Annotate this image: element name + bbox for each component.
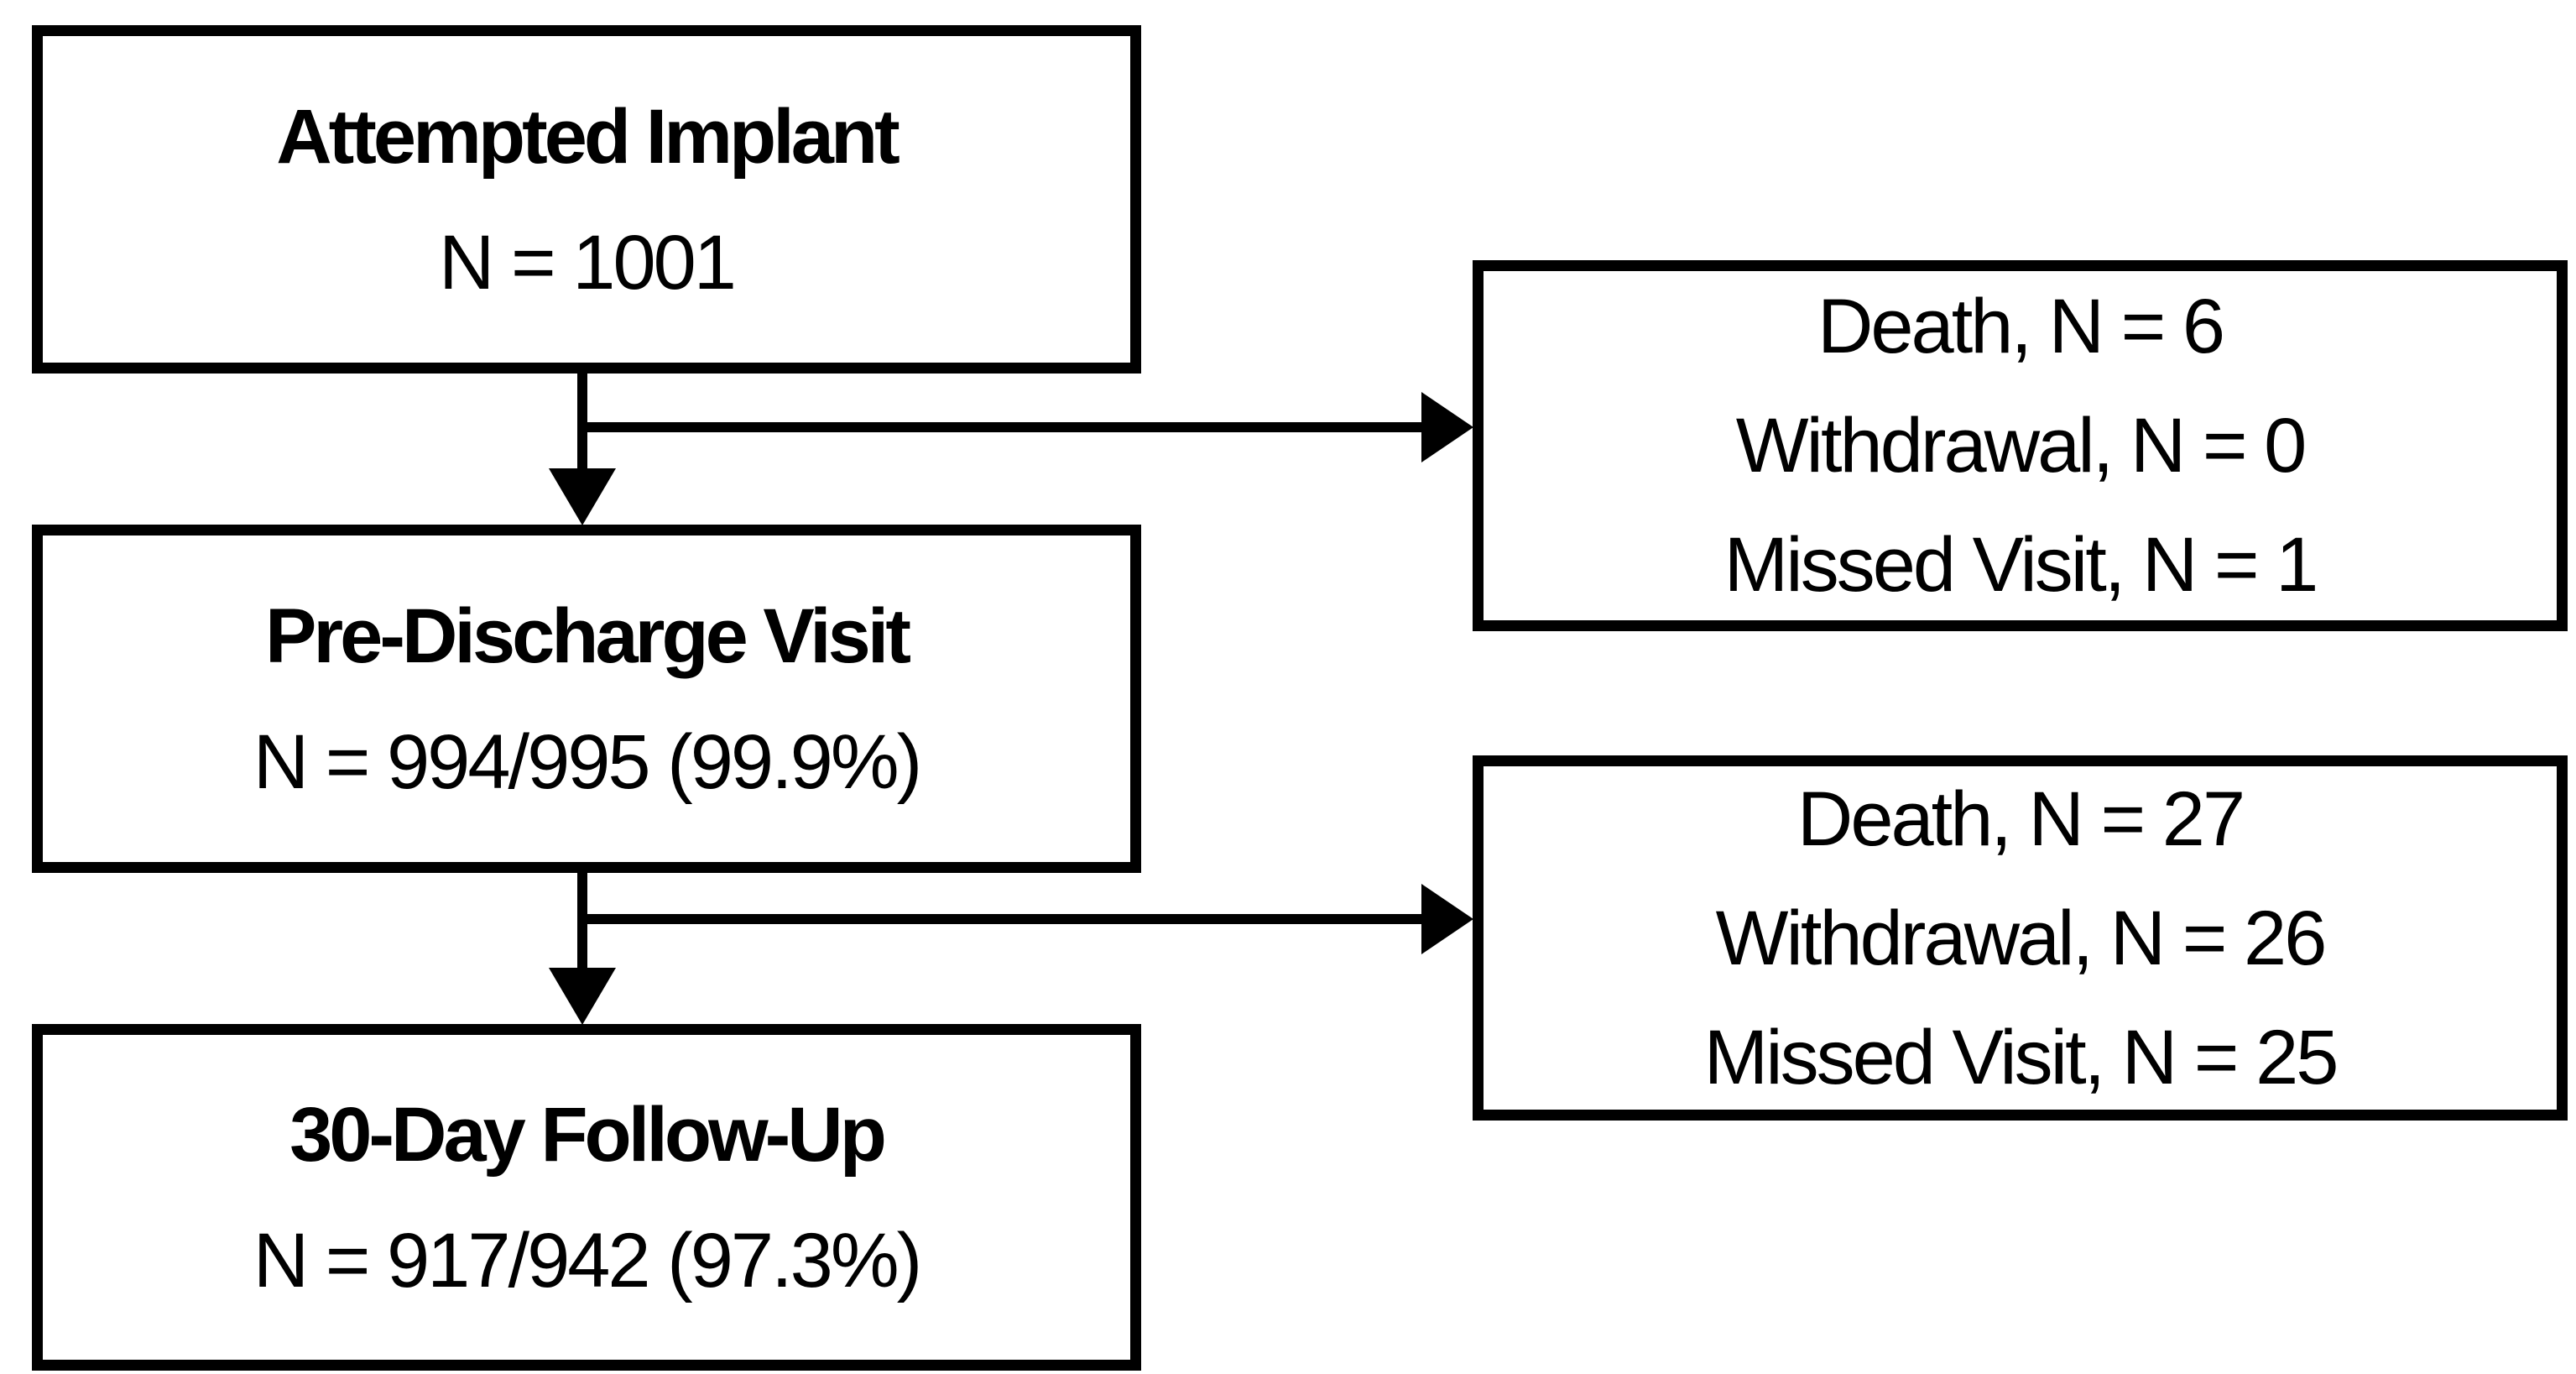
- arrow-down-icon: [549, 468, 616, 525]
- exclusion-line: Withdrawal, N = 26: [1715, 895, 2328, 981]
- connector-line-horizontal-2: [577, 914, 1422, 924]
- exclusion-line: Missed Visit, N = 25: [1703, 1014, 2339, 1100]
- arrow-right-icon: [1421, 392, 1473, 462]
- flow-box-attempted-implant: Attempted Implant N = 1001: [32, 25, 1141, 374]
- exclusion-line: Death, N = 27: [1796, 776, 2245, 862]
- flow-box-30-day-follow-up: 30-Day Follow-Up N = 917/942 (97.3%): [32, 1024, 1141, 1371]
- side-box-exclusions-pre-discharge: Death, N = 6 Withdrawal, N = 0 Missed Vi…: [1473, 260, 2568, 631]
- box-title: 30-Day Follow-Up: [289, 1091, 887, 1178]
- exclusion-line: Withdrawal, N = 0: [1735, 403, 2307, 488]
- exclusion-line: Missed Visit, N = 1: [1723, 522, 2319, 608]
- box-title: Attempted Implant: [276, 93, 900, 180]
- box-value: N = 917/942 (97.3%): [253, 1217, 923, 1303]
- flow-box-pre-discharge-visit: Pre-Discharge Visit N = 994/995 (99.9%): [32, 525, 1141, 873]
- box-value: N = 994/995 (99.9%): [253, 718, 923, 805]
- connector-line-horizontal-1: [577, 422, 1422, 432]
- box-title: Pre-Discharge Visit: [264, 593, 911, 679]
- side-box-exclusions-30-day: Death, N = 27 Withdrawal, N = 26 Missed …: [1473, 755, 2568, 1121]
- arrow-right-icon: [1421, 884, 1473, 954]
- exclusion-line: Death, N = 6: [1817, 284, 2225, 369]
- arrow-down-icon: [549, 968, 616, 1025]
- box-value: N = 1001: [439, 219, 737, 306]
